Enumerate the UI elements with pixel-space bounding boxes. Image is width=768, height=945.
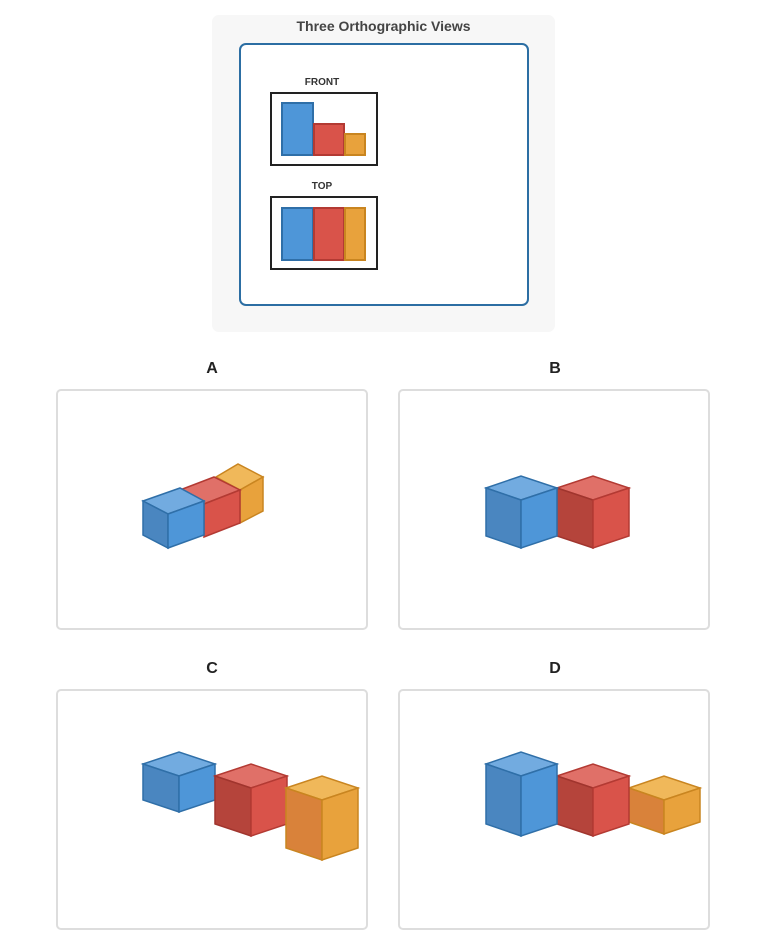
red-cube bbox=[212, 763, 290, 838]
option-c-panel[interactable] bbox=[56, 689, 368, 930]
option-a-label: A bbox=[206, 360, 218, 377]
option-c-label: C bbox=[206, 660, 218, 677]
front-view-label: FRONT bbox=[304, 77, 340, 88]
option-a-figure bbox=[141, 463, 265, 550]
top-orange-rect bbox=[344, 207, 366, 261]
top-red-rect bbox=[313, 207, 345, 261]
blue-cube bbox=[483, 475, 560, 550]
front-view bbox=[270, 92, 378, 166]
red-cube bbox=[554, 763, 632, 838]
front-blue-rect bbox=[281, 102, 314, 156]
option-b-label: B bbox=[549, 360, 561, 377]
orthographic-views-panel: Three Orthographic Views FRONT TOP bbox=[212, 15, 555, 332]
option-d-panel[interactable] bbox=[398, 689, 710, 930]
blue-cube bbox=[141, 487, 206, 550]
views-title: Three Orthographic Views bbox=[296, 18, 471, 34]
front-red-rect bbox=[313, 123, 345, 156]
orange-cube bbox=[283, 775, 361, 862]
blue-cube bbox=[140, 751, 218, 814]
top-view bbox=[270, 196, 378, 270]
option-b-figure bbox=[483, 475, 632, 550]
orange-cube bbox=[626, 775, 703, 836]
blue-cube bbox=[483, 751, 560, 838]
option-b-panel[interactable] bbox=[398, 389, 710, 630]
red-cube bbox=[554, 475, 632, 550]
option-d-figure bbox=[483, 751, 703, 838]
option-d-label: D bbox=[549, 660, 561, 677]
top-blue-rect bbox=[281, 207, 314, 261]
front-orange-rect bbox=[344, 133, 366, 156]
option-c-figure bbox=[140, 751, 361, 862]
views-frame: FRONT TOP bbox=[239, 43, 529, 306]
top-view-label: TOP bbox=[311, 181, 333, 192]
option-a-panel[interactable] bbox=[56, 389, 368, 630]
